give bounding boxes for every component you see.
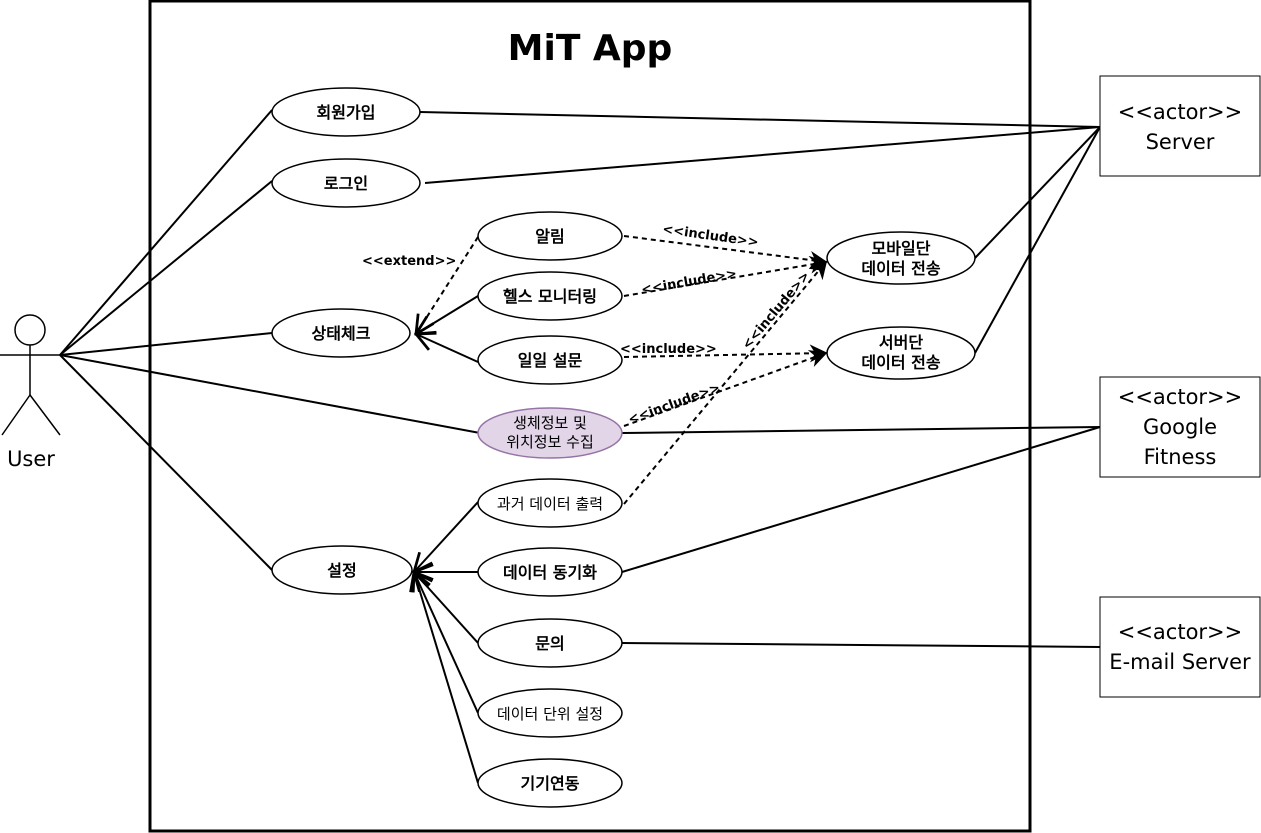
- usecase-past[interactable]: 과거 데이터 출력: [477, 478, 623, 528]
- associations: [59, 109, 1101, 648]
- actor-user-head: [14, 314, 46, 346]
- system-title: MiT App: [508, 28, 673, 69]
- assoc-user-signup: [59, 109, 273, 356]
- assoc-user-collect: [59, 354, 481, 434]
- assoc-user-login: [59, 180, 273, 356]
- assoc-login-server: [424, 126, 1101, 184]
- usecase-notify[interactable]: 알림: [477, 211, 623, 261]
- include-arrows: [623, 235, 828, 505]
- extend-label: <<extend>>: [362, 254, 456, 269]
- include-past-mobile: [623, 260, 828, 505]
- usecase-sync[interactable]: 데이터 동기화: [477, 547, 623, 597]
- usecase-inquiry[interactable]: 문의: [477, 618, 623, 668]
- actor-email-stereotype: <<actor>>: [1118, 620, 1243, 644]
- assoc-signup-server: [419, 111, 1101, 128]
- assoc-collect-google: [621, 426, 1101, 434]
- actor-user-label: User: [7, 447, 55, 471]
- usecase-device-label: 기기연동: [521, 774, 580, 793]
- usecase-login[interactable]: 로그인: [271, 158, 421, 208]
- use-cases: 회원가입 로그인 알림 헬스 모니터링 상태체크 일일 설문 모바일단 데이터 …: [271, 87, 976, 808]
- usecase-status-label: 상태체크: [312, 324, 371, 343]
- assoc-user-status: [59, 332, 273, 356]
- assoc-user-settings: [59, 354, 273, 571]
- usecase-mobile-send[interactable]: 모바일단 데이터 전송: [826, 231, 976, 285]
- actor-server[interactable]: <<actor>> Server: [1099, 75, 1261, 177]
- usecase-collect-label-1: 생체정보 및: [513, 414, 587, 432]
- assoc-serverside-server: [974, 126, 1101, 354]
- actor-google-stereotype: <<actor>>: [1118, 385, 1243, 409]
- actor-email-server[interactable]: <<actor>> E-mail Server: [1099, 596, 1261, 698]
- usecase-server-send-label-1: 서버단: [879, 333, 923, 352]
- usecase-collect-label-2: 위치정보 수집: [506, 433, 594, 451]
- gen-survey-status: [416, 334, 479, 363]
- usecase-survey-label: 일일 설문: [518, 351, 583, 370]
- usecase-notify-label: 알림: [535, 227, 564, 246]
- gen-device-settings: [414, 572, 479, 784]
- assoc-sync-google: [621, 426, 1101, 573]
- gen-unit-settings: [414, 572, 479, 714]
- usecase-settings-label: 설정: [327, 561, 356, 580]
- actor-user-leg-right: [29, 394, 61, 436]
- usecase-inquiry-label: 문의: [535, 634, 564, 653]
- usecase-signup[interactable]: 회원가입: [271, 87, 421, 137]
- actor-google-name-2: Fitness: [1144, 445, 1217, 469]
- usecase-past-label: 과거 데이터 출력: [497, 495, 603, 513]
- usecase-health-label: 헬스 모니터링: [503, 287, 597, 306]
- gen-health-status: [416, 295, 479, 334]
- include-notify-mobile: [623, 235, 828, 269]
- actor-google-name-1: Google: [1143, 415, 1217, 439]
- extend-arrows: [414, 236, 479, 784]
- actor-email-name: E-mail Server: [1109, 650, 1251, 674]
- actor-server-stereotype: <<actor>>: [1118, 100, 1243, 124]
- usecase-survey[interactable]: 일일 설문: [477, 335, 623, 385]
- usecase-unit[interactable]: 데이터 단위 설정: [477, 688, 623, 738]
- usecase-status[interactable]: 상태체크: [271, 308, 411, 358]
- usecase-health[interactable]: 헬스 모니터링: [477, 271, 623, 321]
- usecase-server-send[interactable]: 서버단 데이터 전송: [826, 326, 976, 380]
- usecase-signup-label: 회원가입: [317, 103, 376, 122]
- assoc-inquiry-email: [621, 642, 1101, 648]
- usecase-login-label: 로그인: [324, 174, 368, 193]
- actor-user-leg-left: [1, 394, 31, 436]
- gen-past-settings: [414, 501, 479, 572]
- assoc-mobile-server: [974, 126, 1101, 259]
- actor-user[interactable]: [0, 314, 61, 436]
- usecase-collect[interactable]: 생체정보 및 위치정보 수집: [477, 407, 623, 459]
- include-survey-server: [623, 344, 828, 363]
- actor-server-name: Server: [1146, 130, 1215, 154]
- usecase-mobile-send-label-1: 모바일단: [872, 239, 931, 258]
- usecase-sync-label: 데이터 동기화: [503, 563, 597, 582]
- usecase-unit-label: 데이터 단위 설정: [497, 705, 603, 723]
- include-health-mobile: [623, 255, 828, 297]
- extend-notify-status: [416, 236, 479, 334]
- usecase-mobile-send-label-2: 데이터 전송: [861, 259, 940, 278]
- usecase-device[interactable]: 기기연동: [477, 758, 623, 808]
- usecase-server-send-label-2: 데이터 전송: [861, 353, 940, 372]
- include-label-survey: <<include>>: [620, 342, 717, 357]
- usecase-settings[interactable]: 설정: [271, 545, 413, 595]
- actor-google-fitness[interactable]: <<actor>> Google Fitness: [1099, 376, 1261, 478]
